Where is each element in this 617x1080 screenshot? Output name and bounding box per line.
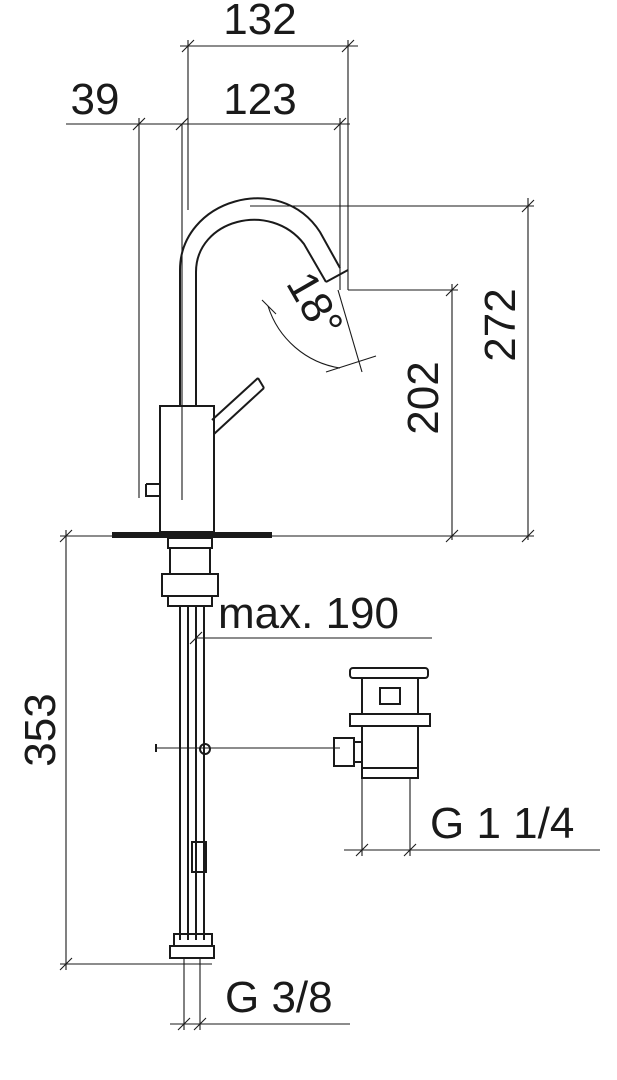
dim-label-202: 202 [399,361,448,434]
dimension-max-190 [189,631,432,645]
dim-label-g-3-8: G 3/8 [225,973,333,1022]
dim-label-g-1-1-4: G 1 1/4 [430,799,574,848]
angle-dimension [261,289,377,373]
dim-label-123: 123 [223,75,296,124]
below-deck-assembly [155,537,340,959]
waste-drain [333,667,431,779]
dimension-waste-thread [344,778,600,857]
dim-label-18-degrees: 18° [277,264,353,346]
dim-label-272: 272 [476,288,525,361]
dimension-lines-right [60,198,535,543]
dim-label-132: 132 [223,0,296,44]
dim-label-39: 39 [71,75,120,124]
faucet-body [145,197,349,533]
dimension-lines-top [66,39,358,500]
dim-label-353: 353 [16,693,65,766]
dimension-supply-thread [170,958,350,1031]
deck-plate [112,532,272,538]
dim-label-max-190: max. 190 [218,589,399,638]
dimension-353 [59,529,212,971]
